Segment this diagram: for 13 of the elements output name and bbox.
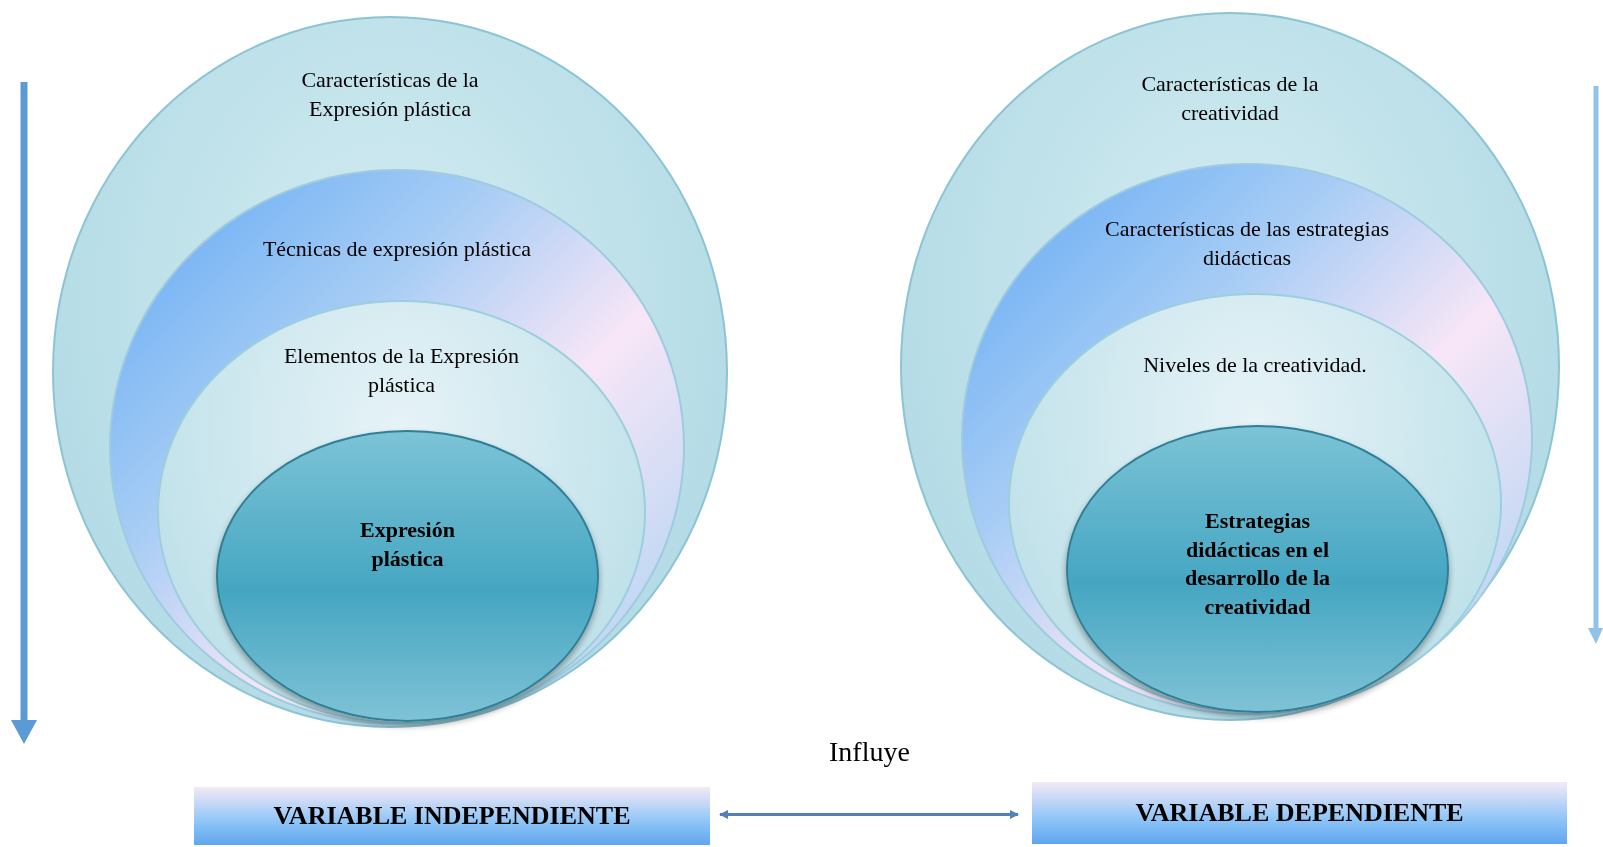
node-label: Características de las estrategias didácticas bbox=[1103, 215, 1390, 272]
node-label: Características de la Expresión plástica bbox=[300, 66, 480, 123]
node-label: Características de la creatividad bbox=[1140, 70, 1320, 127]
node-label: Expresión plástica bbox=[359, 516, 456, 573]
double-arrow bbox=[719, 810, 1019, 819]
node-label: Niveles de la creatividad. bbox=[1143, 351, 1367, 379]
node-label: VARIABLE INDEPENDIENTE bbox=[273, 800, 631, 833]
node-label: Estrategias didácticas en el desarrollo de la creatividad bbox=[1184, 507, 1331, 621]
node-label: Elementos de la Expresión plástica bbox=[282, 342, 521, 399]
variable-box bbox=[1032, 782, 1567, 844]
variable-box bbox=[194, 787, 710, 845]
node-label: VARIABLE DEPENDIENTE bbox=[1135, 797, 1464, 830]
node-label: Técnicas de expresión plástica bbox=[262, 235, 532, 263]
